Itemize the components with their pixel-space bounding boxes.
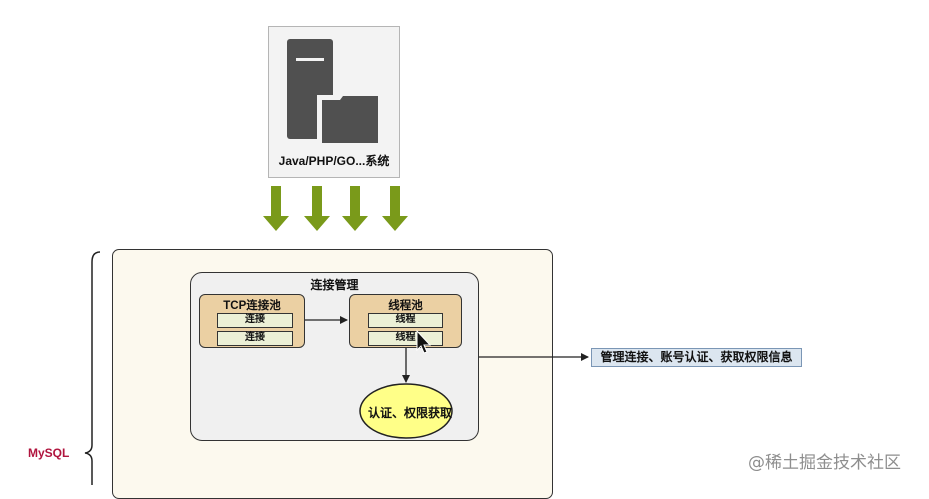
tcp-connection-item: 连接: [217, 331, 293, 346]
request-arrows: [263, 186, 408, 231]
thread-item: 线程: [368, 313, 443, 328]
server-folder-icon: [287, 39, 380, 145]
auth-label: 认证、权限获取: [367, 406, 452, 420]
server-label: Java/PHP/GO...系统: [278, 154, 390, 168]
tcp-connection-item: 连接: [217, 313, 293, 328]
auth-ellipse: [359, 383, 453, 439]
output-info-box: 管理连接、账号认证、获取权限信息: [591, 348, 802, 367]
mouse-cursor-icon: [416, 329, 432, 354]
watermark: @稀土掘金技术社区: [748, 453, 901, 473]
request-arrow-1: [263, 186, 289, 231]
request-arrow-4: [382, 186, 408, 231]
request-arrow-3: [342, 186, 368, 231]
connection-management-title: 连接管理: [310, 278, 359, 292]
diagram-overlay: [305, 316, 589, 439]
diagram-canvas: [84, 39, 408, 485]
request-arrow-2: [304, 186, 330, 231]
mysql-bracket: [84, 251, 101, 485]
thread-pool-title: 线程池: [388, 300, 423, 312]
mysql-label: MySQL: [28, 446, 70, 460]
tcp-pool-title: TCP连接池: [223, 300, 281, 312]
